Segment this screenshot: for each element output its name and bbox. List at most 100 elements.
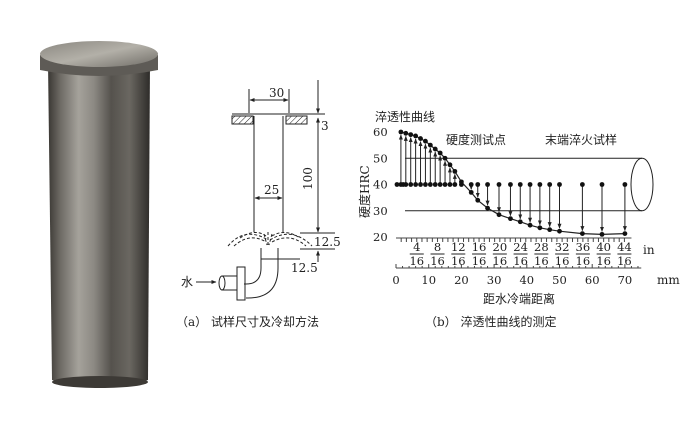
- test-point: [537, 182, 543, 187]
- test-point: [475, 182, 481, 187]
- x-unit-mm: mm: [657, 273, 680, 287]
- test-point: [579, 182, 585, 187]
- x-tick-in-denominator: 16: [513, 254, 528, 268]
- data-point: [442, 155, 448, 161]
- test-point: [485, 182, 490, 187]
- data-point: [452, 168, 458, 174]
- dim-top-label: 30: [269, 86, 284, 100]
- hardenability-chart: 2030405060416816121616162016241628163216…: [373, 125, 654, 287]
- y-tick-label: 60: [373, 125, 388, 139]
- data-point: [547, 227, 553, 233]
- data-point: [468, 189, 474, 195]
- data-point: [447, 162, 453, 168]
- test-point: [400, 182, 406, 187]
- x-tick-in-denominator: 16: [596, 254, 611, 268]
- x-tick-in-denominator: 16: [430, 254, 445, 268]
- caption-a: （a） 试样尺寸及冷却方法: [176, 314, 319, 329]
- data-point: [485, 205, 490, 211]
- y-tick-label: 30: [373, 204, 388, 218]
- annotation-specimen: 末端淬火试样: [545, 132, 617, 147]
- x-tick-in-denominator: 16: [451, 254, 466, 268]
- x-tick-mm-label: 70: [618, 273, 633, 287]
- specimen-dimension-diagram: [196, 80, 335, 301]
- test-point: [447, 182, 453, 187]
- x-tick-mm-label: 20: [454, 273, 469, 287]
- data-point: [437, 150, 443, 156]
- x-tick-mm-label: 0: [392, 273, 399, 287]
- x-axis-label: 距水冷端距离: [483, 291, 555, 306]
- test-point: [496, 182, 502, 187]
- test-point: [557, 182, 562, 187]
- data-point: [599, 231, 605, 237]
- x-tick-in-numerator: 36: [576, 240, 591, 254]
- x-tick-in-denominator: 16: [493, 254, 508, 268]
- data-point: [408, 132, 414, 138]
- x-tick-mm-label: 30: [487, 273, 502, 287]
- x-tick-mm-label: 10: [421, 273, 436, 287]
- x-tick-in-denominator: 16: [409, 254, 424, 268]
- test-point: [418, 182, 423, 187]
- test-point: [442, 182, 448, 187]
- test-point: [452, 182, 458, 187]
- x-tick-in-numerator: 4: [413, 240, 420, 254]
- x-tick-in-numerator: 32: [555, 240, 570, 254]
- data-point: [622, 231, 628, 236]
- test-point: [427, 182, 433, 187]
- data-point: [557, 228, 562, 234]
- test-point: [517, 182, 523, 187]
- data-point: [517, 219, 523, 225]
- x-tick-mm-label: 60: [585, 273, 600, 287]
- test-point: [423, 182, 428, 187]
- x-tick-in-numerator: 44: [617, 240, 632, 254]
- test-point: [408, 182, 414, 187]
- x-tick-in-numerator: 24: [513, 240, 528, 254]
- x-tick-in-numerator: 12: [451, 240, 466, 254]
- data-point: [432, 146, 438, 152]
- y-tick-label: 50: [373, 151, 388, 165]
- chart-title: 淬透性曲线: [375, 109, 435, 124]
- specimen-photo: [40, 41, 158, 388]
- test-point: [413, 182, 419, 187]
- data-point: [398, 129, 404, 135]
- test-point: [468, 182, 474, 187]
- x-tick-in-denominator: 16: [617, 254, 632, 268]
- y-tick-label: 20: [373, 230, 388, 244]
- data-point: [427, 142, 433, 148]
- data-point: [527, 222, 533, 228]
- test-point: [599, 182, 605, 187]
- x-tick-in-numerator: 28: [534, 240, 549, 254]
- data-point: [459, 179, 464, 185]
- caption-b: （b） 淬透性曲线的测定: [425, 314, 557, 329]
- x-tick-in-denominator: 16: [534, 254, 549, 268]
- test-point: [437, 182, 443, 187]
- data-point: [579, 231, 585, 236]
- data-point: [537, 225, 543, 231]
- x-tick-mm-label: 50: [552, 273, 567, 287]
- data-point: [496, 212, 502, 218]
- water-spray: [227, 232, 313, 247]
- test-point: [527, 182, 533, 187]
- x-tick-mm-label: 40: [519, 273, 534, 287]
- dim-flange-label: 3: [321, 119, 329, 133]
- data-point: [423, 138, 428, 144]
- dim-length-label: 100: [301, 167, 315, 190]
- test-point: [432, 182, 438, 187]
- annotation-test-points: 硬度测试点: [446, 132, 506, 147]
- test-point: [394, 182, 400, 187]
- x-tick-in-numerator: 16: [472, 240, 487, 254]
- x-tick-in-denominator: 16: [472, 254, 487, 268]
- test-point: [547, 182, 553, 187]
- x-tick-in-numerator: 20: [493, 240, 508, 254]
- x-tick-in-denominator: 16: [576, 254, 591, 268]
- y-tick-label: 40: [373, 178, 388, 192]
- test-point: [508, 182, 513, 187]
- x-tick-in-numerator: 40: [596, 240, 611, 254]
- dim-nozzle-label: 12.5: [291, 261, 318, 275]
- data-point: [475, 197, 481, 203]
- x-tick-in-numerator: 8: [434, 240, 441, 254]
- test-point: [622, 182, 628, 187]
- dim-diameter-label: 25: [264, 183, 279, 197]
- specimen-end-ellipse: [630, 157, 654, 212]
- y-axis-label: 硬度HRC: [357, 165, 372, 218]
